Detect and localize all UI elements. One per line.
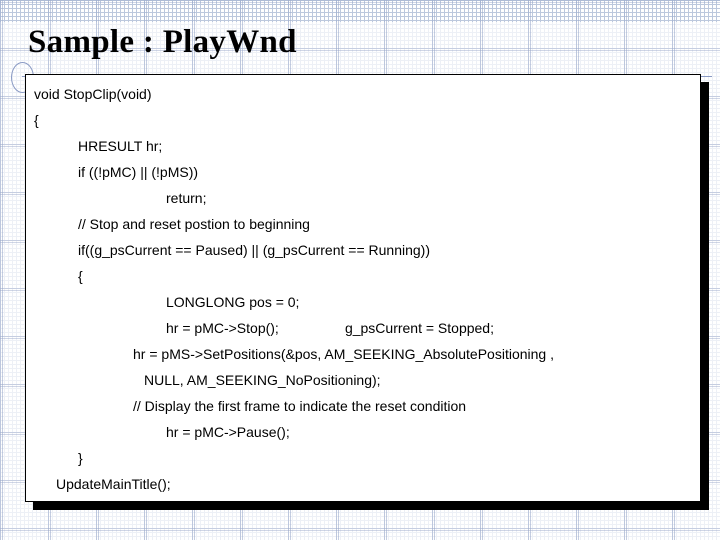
code-line: // Display the first frame to indicate t…: [133, 398, 467, 414]
code-line: HRESULT hr;: [78, 138, 163, 154]
code-line: }: [26, 497, 700, 501]
page-title: Sample : PlayWnd: [28, 24, 297, 60]
code-line: if((g_psCurrent == Paused) || (g_psCurre…: [78, 242, 431, 258]
code-line: hr = pMC->Pause();: [166, 424, 290, 440]
code-line: }: [78, 450, 83, 466]
code-line-list: void StopClip(void) { HRESULT hr; if ((!pMC…: [26, 75, 700, 501]
code-line: hr = pMC->Stop(); g_psCurrent = Stopped;: [166, 320, 494, 336]
background-dense-grid-band: [0, 0, 720, 22]
code-line: {: [78, 268, 83, 284]
code-line: hr = pMS->SetPositions(&pos, AM_SEEKING_…: [133, 346, 554, 362]
code-line: return;: [166, 190, 207, 206]
code-line: {: [34, 112, 39, 128]
code-line: LONGLONG pos = 0;: [166, 294, 300, 310]
code-line: NULL, AM_SEEKING_NoPositioning);: [144, 372, 381, 388]
code-line: UpdateMainTitle();: [56, 476, 171, 492]
code-block: void StopClip(void) { HRESULT hr; if ((!pMC…: [25, 74, 701, 502]
code-line: void StopClip(void): [34, 86, 152, 102]
code-line: // Stop and reset postion to beginning: [78, 216, 310, 232]
code-line: if ((!pMC) || (!pMS)): [78, 164, 199, 180]
